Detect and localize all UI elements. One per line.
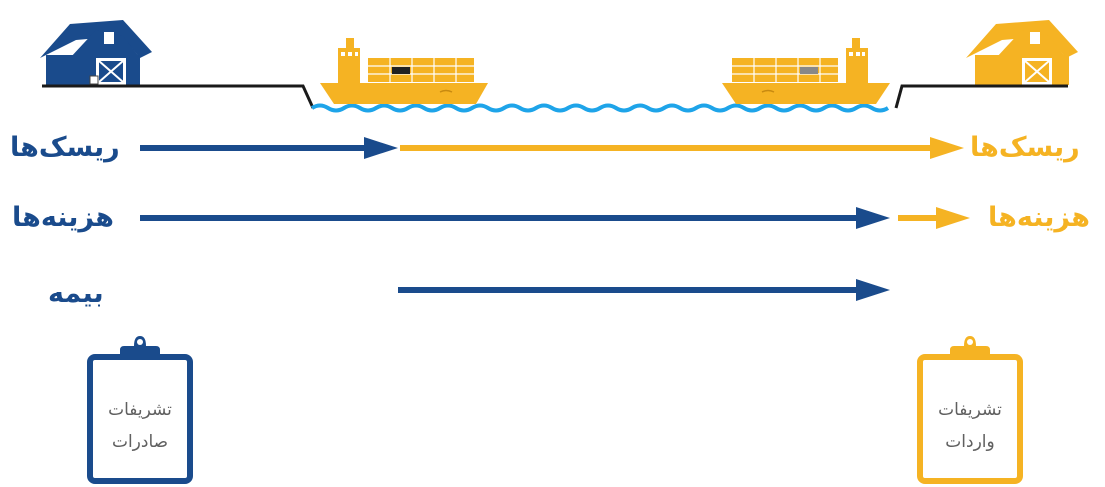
- buyer-dock-line: [896, 86, 1068, 108]
- risks-buyer-label: ریسک‌ها: [970, 130, 1080, 166]
- buyer-warehouse-icon: [966, 20, 1078, 85]
- water-wave: [312, 106, 888, 111]
- costs-seller-label: هزینه‌ها: [12, 200, 114, 236]
- import-ship-icon: [722, 38, 890, 104]
- insurance-seller-arrow: [398, 279, 890, 301]
- export-ship-icon: [320, 38, 488, 104]
- export-clipboard-line1: تشریفات: [90, 394, 190, 426]
- seller-warehouse-icon: [40, 20, 152, 85]
- export-clipboard-line2: صادرات: [90, 426, 190, 458]
- export-clipboard-text: تشریفات صادرات: [90, 394, 190, 458]
- costs-buyer-arrow: [898, 207, 970, 229]
- import-clipboard-text: تشریفات واردات: [920, 394, 1020, 458]
- risks-buyer-arrow: [400, 137, 964, 159]
- costs-seller-arrow: [140, 207, 890, 229]
- import-clipboard-line1: تشریفات: [920, 394, 1020, 426]
- import-clipboard-line2: واردات: [920, 426, 1020, 458]
- risks-seller-label: ریسک‌ها: [10, 130, 120, 166]
- risks-seller-arrow: [140, 137, 398, 159]
- insurance-label: بیمه: [48, 276, 104, 312]
- costs-buyer-label: هزینه‌ها: [988, 200, 1090, 236]
- seller-dock-line: [42, 86, 313, 108]
